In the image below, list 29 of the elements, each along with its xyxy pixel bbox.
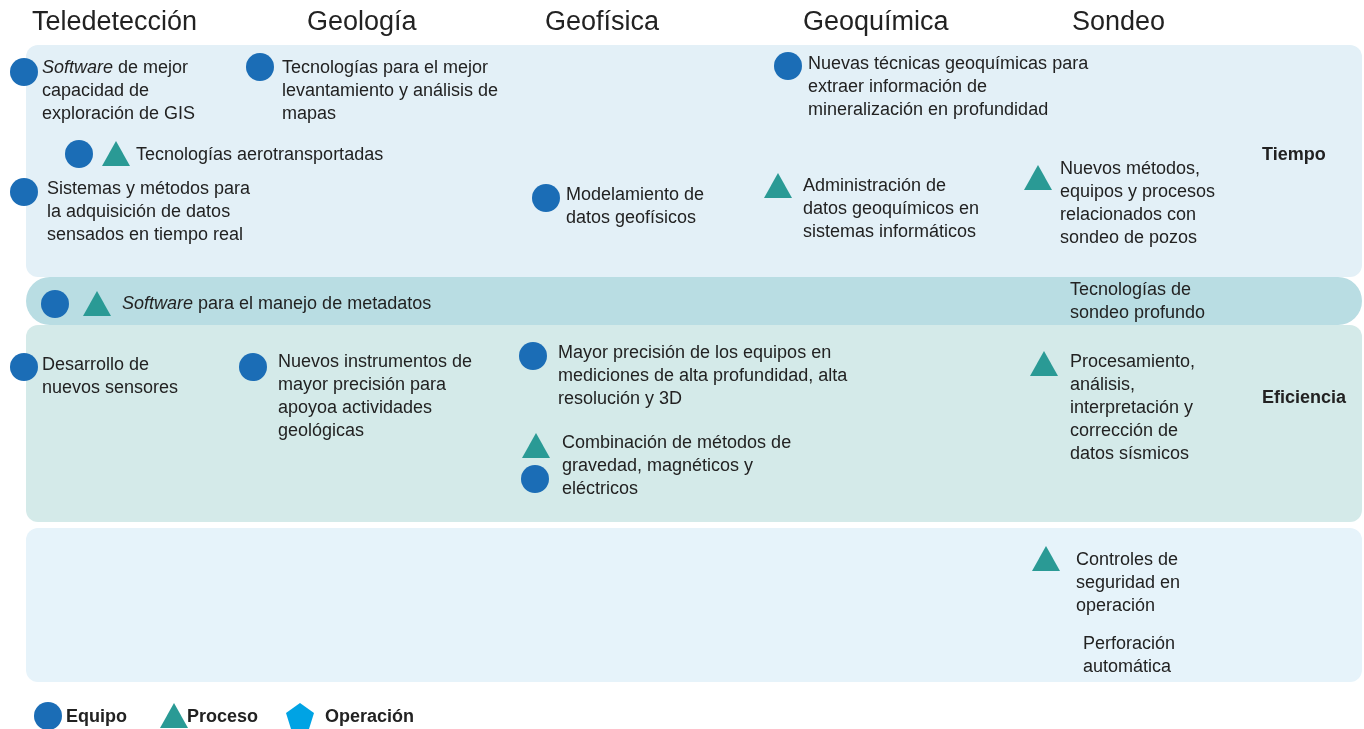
item-text: Software de mejor capacidad de exploración de GIS [42, 56, 197, 125]
column-header: Geofísica [545, 6, 660, 37]
item-text: Tecnologías para el mejor levantamiento y análisis de mapas [282, 56, 500, 125]
item-text: Nuevas técnicas geoquímicas para extraer información de mineralización en profundidad [808, 52, 1090, 121]
item-text: Tecnologías aerotransportadas [136, 143, 385, 166]
column-header: Sondeo [1072, 6, 1166, 37]
item-text: Sistemas y métodos para la adquisición de datos sensados en tiempo real [47, 177, 252, 246]
item-text: Nuevos métodos, equipos y procesos relacionados con sondeo de pozos [1060, 157, 1217, 249]
column-header: Geoquímica [803, 6, 949, 37]
item-text: Nuevos instrumentos de mayor precisión para apoyoa actividades geológicas [278, 350, 474, 442]
item-text: Administración de datos geoquímicos en sistemas informáticos [803, 174, 981, 243]
row-label: Eficiencia [1262, 386, 1347, 409]
item-text: Procesamiento, análisis, interpretación y corrección de datos sísmicos [1070, 350, 1197, 465]
item-text: Tecnologías de sondeo profundo [1070, 278, 1207, 324]
item-text: Combinación de métodos de gravedad, magnéticos y eléctricos [562, 431, 793, 500]
item-text: Software para el manejo de metadatos [122, 292, 433, 315]
row-label: Tiempo [1262, 143, 1326, 166]
legend-text: Equipo [66, 705, 127, 728]
item-text: Mayor precisión de los equipos en mediciones de alta profundidad, alta resolución y 3D [558, 341, 849, 410]
legend-text: Proceso [187, 705, 259, 728]
row-band [26, 528, 1362, 682]
column-header: Teledetección [32, 6, 198, 37]
legend-text: Operación [325, 705, 415, 728]
item-text: Controles de seguridad en operación [1076, 548, 1182, 617]
column-header: Geología [307, 6, 417, 37]
item-text: Desarrollo de nuevos sensores [42, 353, 180, 399]
item-text: Perforación automática [1083, 632, 1177, 678]
highlight-bar [26, 277, 1362, 325]
item-text: Modelamiento de datos geofísicos [566, 183, 706, 229]
